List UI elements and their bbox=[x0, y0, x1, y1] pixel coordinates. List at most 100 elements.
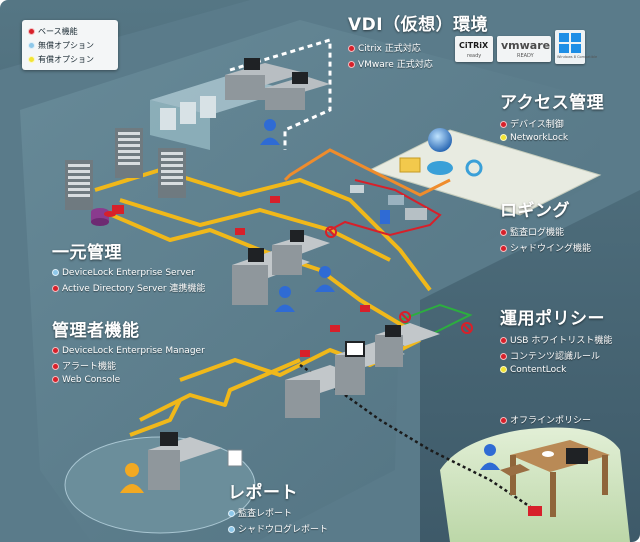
offline-desk bbox=[500, 440, 610, 517]
feature-item: デバイス制御 bbox=[500, 117, 604, 130]
feature-item: Citrix 正式対応 bbox=[348, 41, 488, 54]
vdi-dashed-boundary bbox=[229, 37, 332, 150]
search-icon bbox=[465, 159, 483, 177]
log-badges bbox=[235, 196, 370, 357]
section-admin: 管理者機能 DeviceLock Enterprise Manager アラート… bbox=[52, 316, 205, 385]
printer-icon bbox=[405, 208, 427, 220]
red-dot-icon bbox=[52, 376, 59, 383]
section-title: 運用ポリシー bbox=[500, 309, 605, 329]
user-person-icons bbox=[120, 119, 500, 493]
feature-item: DeviceLock Enterprise Server bbox=[52, 268, 205, 278]
feature-item: コンテンツ認識ルール bbox=[500, 349, 612, 362]
red-dot-icon bbox=[348, 45, 355, 52]
yellow-dot-icon bbox=[28, 56, 35, 63]
feature-item: USB ホワイトリスト機能 bbox=[500, 333, 612, 346]
feature-label: 監査ログ機能 bbox=[510, 228, 565, 238]
feature-label: アラート機能 bbox=[62, 362, 117, 372]
feature-label: Active Directory Server 連携機能 bbox=[62, 284, 206, 294]
yellow-dot-icon bbox=[500, 366, 507, 373]
phone-icon bbox=[380, 210, 390, 224]
feature-label: Citrix 正式対応 bbox=[358, 44, 421, 54]
legend-item: 有償オプション bbox=[28, 54, 94, 65]
feature-label: オフラインポリシー bbox=[510, 416, 592, 426]
feature-item: アラート機能 bbox=[52, 359, 205, 372]
chair-icon bbox=[500, 464, 530, 476]
offline-dotted-line bbox=[299, 363, 536, 512]
cloud-platform bbox=[368, 129, 602, 216]
section-title: レポート bbox=[228, 483, 298, 503]
block-icons bbox=[325, 226, 473, 334]
feature-label: DeviceLock Enterprise Server bbox=[62, 268, 195, 278]
feature-item: NetworkLock bbox=[500, 133, 604, 143]
legend-item: 無償オプション bbox=[28, 40, 94, 51]
section-vdi: VDI（仮想）環境 Citrix 正式対応 VMware 正式対応 bbox=[348, 10, 488, 70]
feature-item: シャドウログレポート bbox=[228, 522, 328, 535]
log-badge-icon bbox=[112, 205, 124, 214]
feature-label: VMware 正式対応 bbox=[358, 60, 433, 70]
blue-dot-icon bbox=[52, 269, 59, 276]
yellow-dot-icon bbox=[500, 134, 507, 141]
section-title: 管理者機能 bbox=[52, 321, 140, 341]
admin-person-icon bbox=[120, 484, 144, 493]
report-document-icon bbox=[227, 449, 243, 467]
section-title: ロギング bbox=[500, 201, 570, 221]
section-logging: ロギング 監査ログ機能 シャドウイング機能 bbox=[500, 196, 591, 254]
section-offline: オフラインポリシー bbox=[500, 410, 591, 426]
blue-dot-icon bbox=[228, 526, 235, 533]
legend-label: ベース機能 bbox=[38, 27, 78, 36]
workstation-group bbox=[148, 58, 440, 490]
feature-item: DeviceLock Enterprise Manager bbox=[52, 346, 205, 356]
section-title: 一元管理 bbox=[52, 243, 122, 263]
red-dot-icon bbox=[28, 28, 35, 35]
access-line bbox=[283, 148, 451, 197]
legend: ベース機能 無償オプション 有償オプション bbox=[22, 20, 118, 70]
feature-label: シャドウログレポート bbox=[238, 525, 329, 535]
legend-label: 有償オプション bbox=[38, 55, 94, 64]
feature-label: Web Console bbox=[62, 375, 121, 385]
section-title: VDI（仮想）環境 bbox=[348, 15, 489, 35]
feature-label: デバイス制御 bbox=[510, 120, 564, 130]
usb-drive-icon bbox=[350, 185, 364, 193]
section-title: アクセス管理 bbox=[500, 93, 605, 113]
red-dot-icon bbox=[500, 245, 507, 252]
feature-item: Web Console bbox=[52, 375, 205, 385]
feature-label: 監査レポート bbox=[238, 509, 293, 519]
laptop-icon bbox=[566, 448, 588, 464]
feature-label: DeviceLock Enterprise Manager bbox=[62, 346, 205, 356]
legend-item: ベース機能 bbox=[28, 26, 78, 37]
feature-item: Active Directory Server 連携機能 bbox=[52, 281, 205, 294]
email-icon bbox=[399, 157, 421, 173]
coffee-cup-icon bbox=[542, 451, 554, 457]
citrix-logo: CiTRiX ready bbox=[455, 36, 493, 62]
windows-logo: Windows 8 Compatible bbox=[555, 30, 597, 64]
feature-label: ContentLock bbox=[510, 365, 567, 375]
internet-icons bbox=[399, 128, 483, 177]
feature-item: 監査レポート bbox=[228, 506, 328, 519]
peripheral-devices bbox=[350, 185, 427, 224]
feature-label: シャドウイング機能 bbox=[510, 244, 592, 254]
red-dot-icon bbox=[500, 353, 507, 360]
section-unified: 一元管理 DeviceLock Enterprise Server Active… bbox=[52, 238, 205, 294]
red-dot-icon bbox=[348, 61, 355, 68]
feature-label: コンテンツ認識ルール bbox=[510, 352, 601, 362]
feature-item: VMware 正式対応 bbox=[348, 57, 488, 70]
logging-line bbox=[329, 179, 442, 237]
blue-dot-icon bbox=[28, 42, 35, 49]
camera-icon bbox=[388, 195, 404, 205]
server-rack-group bbox=[65, 96, 216, 210]
section-access: アクセス管理 デバイス制御 NetworkLock bbox=[500, 88, 604, 143]
feature-item: 監査ログ機能 bbox=[500, 225, 591, 238]
red-dot-icon bbox=[500, 229, 507, 236]
windows-flag-icon bbox=[559, 33, 581, 53]
log-badge-icon bbox=[528, 506, 542, 516]
red-dot-icon bbox=[52, 347, 59, 354]
red-dot-icon bbox=[52, 285, 59, 292]
section-report: レポート 監査レポート シャドウログレポート bbox=[228, 478, 328, 535]
section-policy: 運用ポリシー USB ホワイトリスト機能 コンテンツ認識ルール ContentL… bbox=[500, 304, 612, 375]
database-icon bbox=[91, 205, 124, 226]
feature-label: NetworkLock bbox=[510, 133, 569, 143]
vmware-logo: vmware READY bbox=[497, 36, 551, 62]
red-dot-icon bbox=[52, 363, 59, 370]
